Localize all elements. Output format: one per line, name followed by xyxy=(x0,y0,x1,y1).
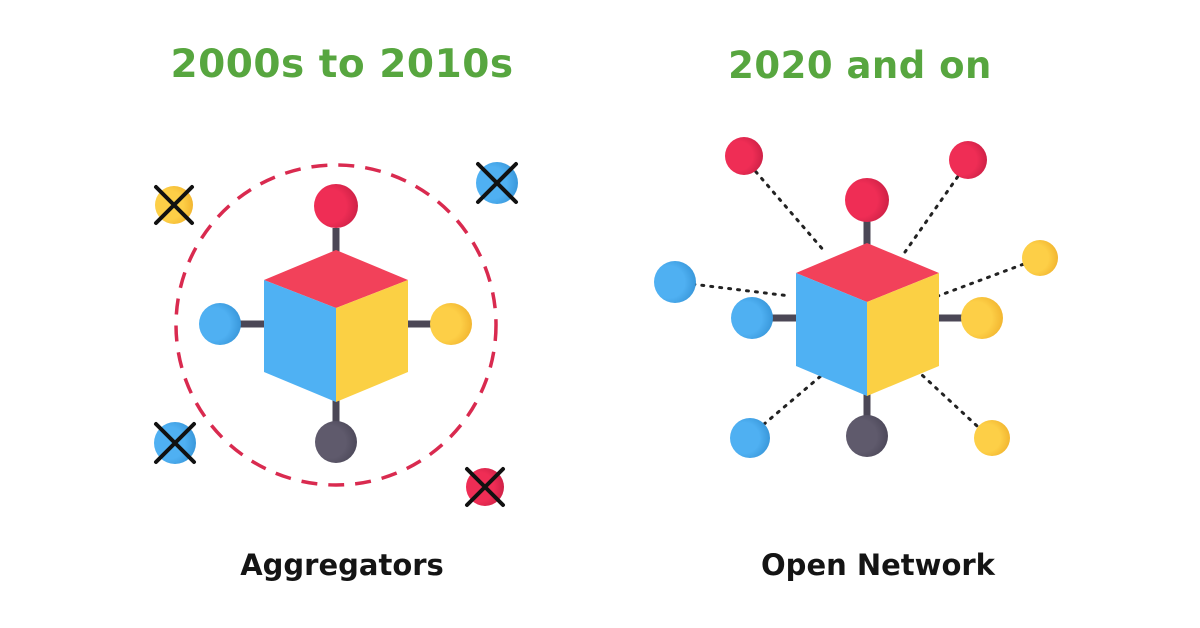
peer-node-blue-left xyxy=(654,261,696,303)
excluded-node-blue-top xyxy=(476,162,518,204)
cross-mark-icon xyxy=(154,185,194,225)
left-panel-heading: 2000s to 2010s xyxy=(170,42,514,87)
aggregators-diagram xyxy=(154,162,518,507)
peer-node-red-left xyxy=(725,137,763,175)
hub-node-red xyxy=(314,184,358,228)
peer-node-red-right xyxy=(949,141,987,179)
right-panel-heading: 2020 and on xyxy=(728,44,992,87)
network-node-red xyxy=(845,178,889,222)
aggregator-cube-icon xyxy=(264,250,408,402)
hub-node-yellow xyxy=(430,303,472,345)
excluded-node-yellow xyxy=(154,185,194,225)
excluded-node-red xyxy=(465,467,505,507)
network-cube-icon xyxy=(796,243,939,396)
cross-mark-icon xyxy=(465,467,505,507)
aggregator-boundary-circle xyxy=(174,163,498,487)
open-network-diagram xyxy=(654,137,1058,458)
network-node-blue xyxy=(731,297,773,339)
peer-node-yellow-bottom xyxy=(974,420,1010,456)
excluded-node-blue-bottom xyxy=(154,422,196,464)
network-node-yellow xyxy=(961,297,1003,339)
cross-mark-icon xyxy=(154,422,196,464)
cross-mark-icon xyxy=(476,162,518,204)
peer-node-yellow-right xyxy=(1022,240,1058,276)
hub-node-blue xyxy=(199,303,241,345)
left-panel-caption: Aggregators xyxy=(240,548,444,582)
right-panel-caption: Open Network xyxy=(761,548,995,582)
network-node-dark xyxy=(846,415,888,457)
hub-node-dark xyxy=(315,421,357,463)
peer-node-blue-bottom xyxy=(730,418,770,458)
